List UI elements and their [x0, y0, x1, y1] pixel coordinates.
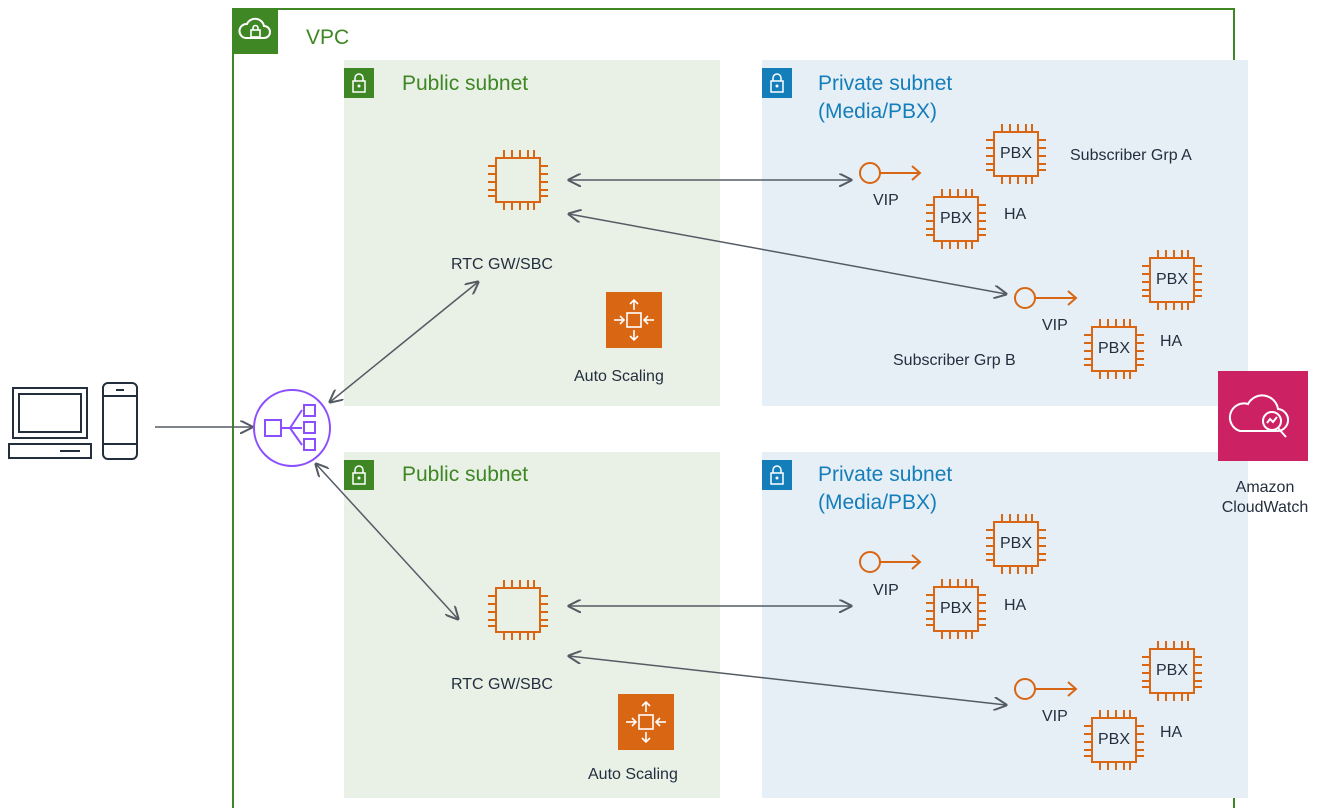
ha-label: HA: [1160, 724, 1183, 741]
pbx-label: PBX: [999, 145, 1032, 162]
vip-label: VIP: [873, 582, 899, 599]
pbx-node: PBX: [1084, 710, 1144, 770]
subscriber-group-b-label: Subscriber Grp B: [893, 352, 1016, 369]
pbx-label: PBX: [1097, 731, 1130, 748]
pbx-label: PBX: [1097, 340, 1130, 357]
public-subnet-lock-icon: [344, 68, 374, 98]
pbx-node: PBX: [986, 514, 1046, 574]
auto-scaling-icon: [606, 292, 662, 348]
private-subnet-label-line2: (Media/PBX): [818, 491, 938, 514]
pbx-node: PBX: [1084, 319, 1144, 379]
vip-icon: [1014, 287, 1078, 309]
elastic-load-balancer-icon: [253, 389, 331, 467]
cloudwatch-label-line2: CloudWatch: [1221, 499, 1309, 516]
cloudwatch-label: Amazon CloudWatch: [1210, 478, 1320, 518]
private-subnet-label: Private subnet (Media/PBX): [818, 70, 952, 126]
vip-icon: [859, 551, 922, 573]
pbx-label: PBX: [1155, 271, 1188, 288]
vip-icon: [859, 162, 922, 184]
pbx-label: PBX: [939, 600, 972, 617]
pbx-node: PBX: [986, 124, 1046, 184]
vpc-label: VPC: [306, 26, 350, 49]
ha-label: HA: [1004, 597, 1027, 614]
rtc-gateway-label: RTC GW/SBC: [451, 676, 553, 693]
mobile-phone-icon: [102, 382, 138, 460]
private-subnet-label-line1: Private subnet: [818, 463, 953, 486]
private-subnet-label-line2: (Media/PBX): [818, 100, 938, 123]
private-subnet-label-line1: Private subnet: [818, 72, 953, 95]
gateway-to-vip-arrow: [569, 656, 1006, 705]
rtc-gateway-chip-icon: [487, 579, 549, 641]
cloudwatch-label-line1: Amazon: [1235, 479, 1295, 496]
pbx-label: PBX: [939, 210, 972, 227]
rtc-gateway-label: RTC GW/SBC: [451, 256, 553, 273]
vip-icon: [1014, 678, 1078, 700]
vip-label: VIP: [873, 192, 899, 209]
pbx-label: PBX: [1155, 662, 1188, 679]
auto-scaling-label: Auto Scaling: [574, 368, 664, 385]
pbx-node: PBX: [1142, 250, 1202, 310]
desktop-icon: [8, 387, 92, 459]
auto-scaling-icon: [618, 694, 674, 750]
vpc-cloud-lock-icon: [232, 8, 278, 54]
rtc-gateway-chip-icon: [487, 149, 549, 211]
subscriber-group-a-label: Subscriber Grp A: [1070, 147, 1192, 164]
vip-label: VIP: [1042, 317, 1068, 334]
vip-label: VIP: [1042, 708, 1068, 725]
gateway-to-vip-arrow: [569, 214, 1006, 294]
elb-to-gateway-top-arrow: [330, 282, 478, 402]
pbx-node: PBX: [926, 189, 986, 249]
pbx-node: PBX: [1142, 641, 1202, 701]
public-subnet-label: Public subnet: [402, 72, 529, 95]
ha-label: HA: [1004, 206, 1027, 223]
auto-scaling-label: Auto Scaling: [588, 766, 678, 783]
cloudwatch-icon: [1218, 371, 1308, 461]
ha-label: HA: [1160, 333, 1183, 350]
private-subnet-label: Private subnet (Media/PBX): [818, 461, 952, 517]
private-subnet-lock-icon: [762, 460, 792, 490]
pbx-label: PBX: [999, 535, 1032, 552]
private-subnet-lock-icon: [762, 68, 792, 98]
pbx-node: PBX: [926, 579, 986, 639]
elb-to-gateway-bottom-arrow: [316, 464, 458, 619]
private-subnet-bottom: [762, 452, 1248, 798]
